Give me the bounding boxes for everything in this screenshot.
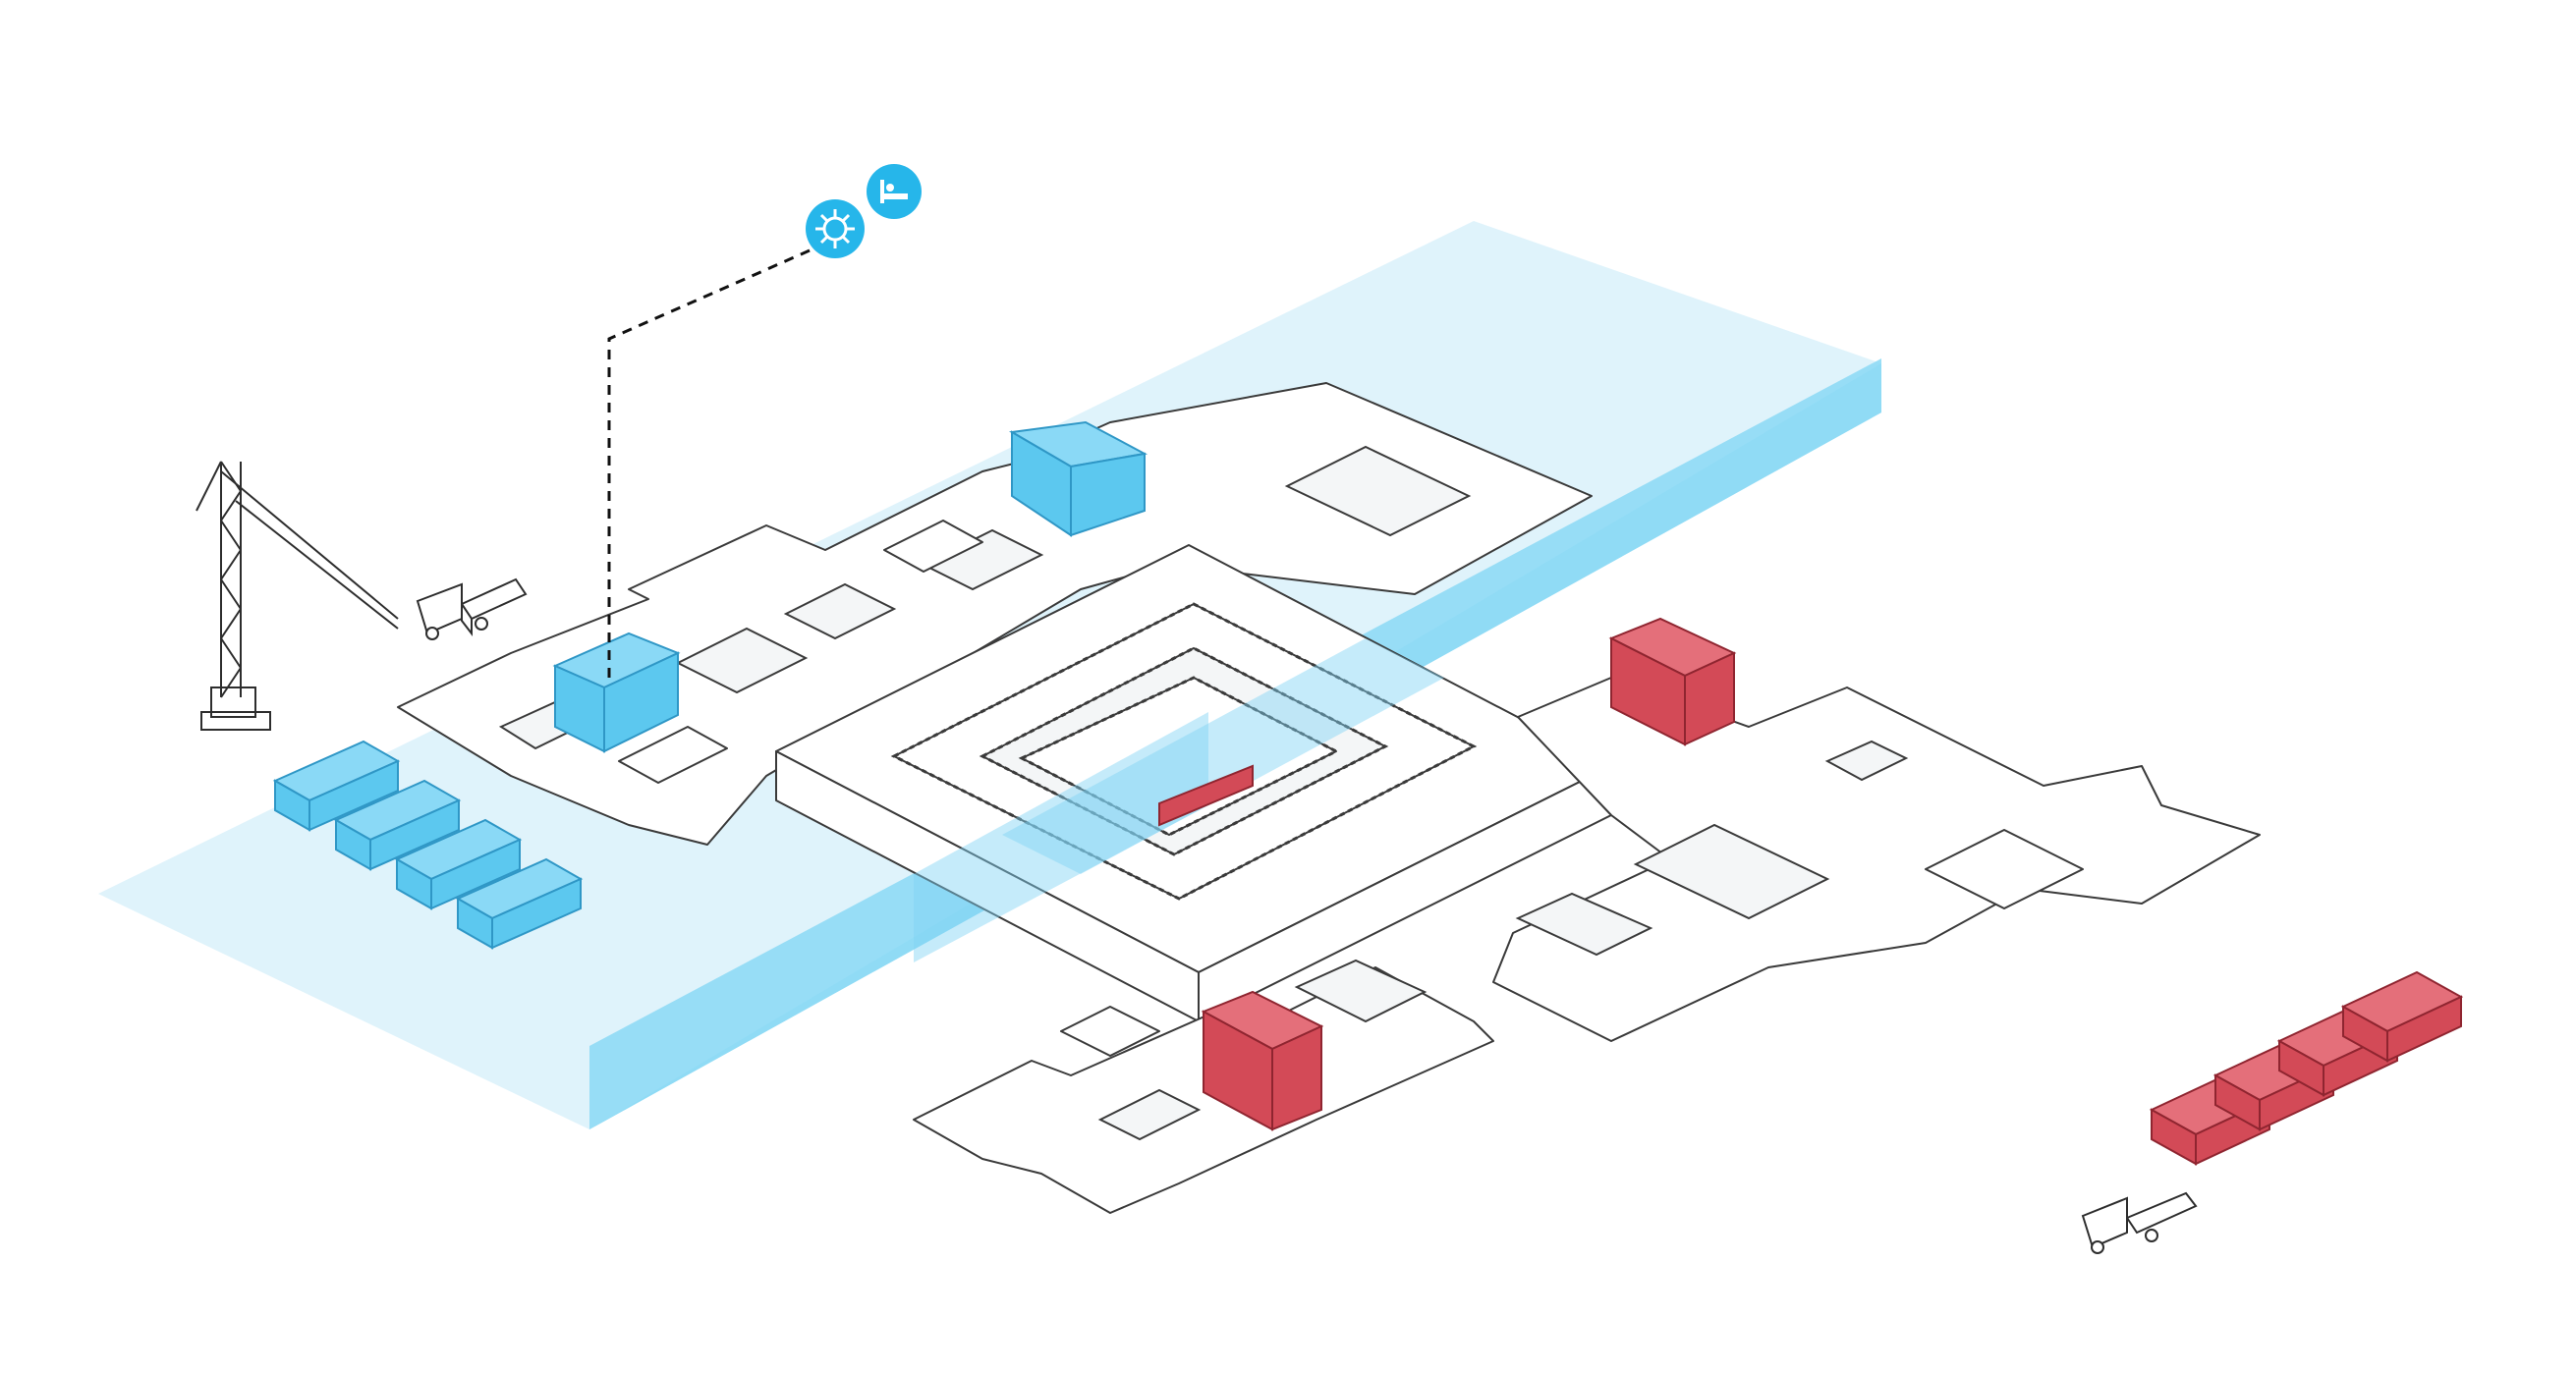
virus-icon	[806, 199, 865, 258]
isolation-corridor-wall	[914, 712, 1208, 962]
central-courtyard-building	[775, 544, 1612, 1022]
isolation-module-side	[603, 651, 679, 753]
red-module-in-courtyard	[1158, 764, 1254, 827]
tower-crane-icon	[196, 461, 399, 731]
isolation-corridor-connector	[1002, 638, 1444, 874]
hospital-bed-icon	[867, 164, 922, 219]
dashed-leader-line	[607, 242, 826, 678]
normal-modules-group	[1158, 617, 1737, 1131]
isolation-modules-group	[552, 420, 1148, 753]
delivery-truck-icon	[2081, 1191, 2198, 1254]
left-wing-building	[397, 382, 1593, 846]
red-ground-modules	[2149, 970, 2464, 1166]
delivery-truck-icon	[416, 577, 528, 640]
blue-ground-modules	[272, 740, 584, 950]
right-wing-building	[1492, 677, 2261, 1042]
isolation-module-side	[1070, 452, 1146, 537]
